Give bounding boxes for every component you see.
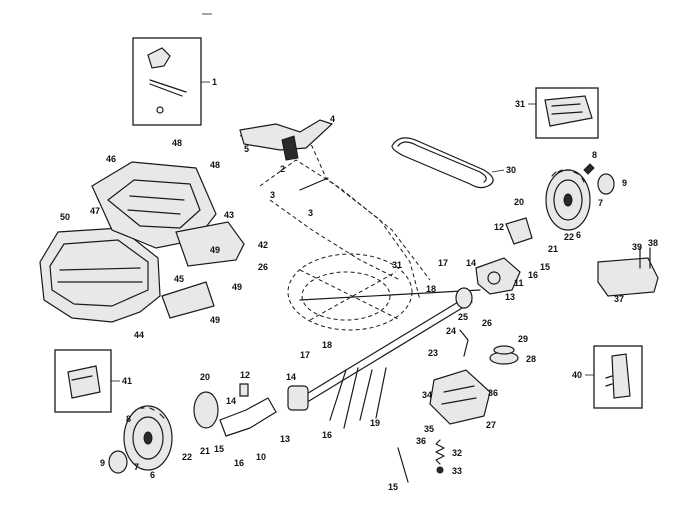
callout-24: 24: [446, 326, 456, 336]
callout-42: 42: [258, 240, 268, 250]
callout-20a: 20: [514, 197, 524, 207]
callout-16a: 16: [322, 430, 332, 440]
callout-19: 19: [370, 418, 380, 428]
callout-15c: 15: [388, 482, 398, 492]
callout-4: 4: [330, 114, 335, 124]
callout-38: 38: [648, 238, 658, 248]
callout-2: 2: [280, 164, 285, 174]
callout-13a: 13: [505, 292, 515, 302]
rear-flap: [161, 281, 215, 319]
callout-31: 31: [515, 99, 525, 109]
drive-parts: [429, 329, 519, 425]
callout-49b: 49: [232, 282, 242, 292]
callout-39: 39: [632, 242, 642, 252]
callout-10: 10: [256, 452, 266, 462]
inset-part-40: [585, 345, 643, 409]
callout-45: 45: [174, 274, 184, 284]
callout-14c: 14: [226, 396, 236, 406]
handle-assembly: [239, 119, 431, 301]
callout-1: 1: [212, 77, 217, 87]
inset-part-31: [528, 87, 599, 139]
callout-21b: 21: [200, 446, 210, 456]
callout-36b: 36: [488, 388, 498, 398]
callout-31b: 31: [392, 260, 402, 270]
callout-15a: 15: [540, 262, 550, 272]
callout-9a: 9: [622, 178, 627, 188]
callout-14a: 14: [286, 372, 296, 382]
callout-30: 30: [506, 165, 516, 175]
grass-bag: [39, 227, 161, 323]
callout-25: 25: [458, 312, 468, 322]
callout-12a: 12: [494, 222, 504, 232]
callout-13b: 13: [280, 434, 290, 444]
callout-47: 47: [90, 206, 100, 216]
callout-3b: 3: [308, 208, 313, 218]
mower-deck: [287, 253, 481, 331]
callout-3a: 3: [270, 190, 275, 200]
callout-27: 27: [486, 420, 496, 430]
callout-22a: 22: [564, 232, 574, 242]
callout-11: 11: [514, 278, 524, 288]
callout-17a: 17: [300, 350, 310, 360]
callout-28: 28: [526, 354, 536, 364]
callout-9b: 9: [100, 458, 105, 468]
drive-belt: [391, 137, 505, 189]
callout-34: 34: [422, 390, 432, 400]
callout-12b: 12: [240, 370, 250, 380]
callout-8: 8: [592, 150, 597, 160]
callout-6b: 6: [150, 470, 155, 480]
callout-15b: 15: [214, 444, 224, 454]
callout-35: 35: [424, 424, 434, 434]
right-wheel: [545, 163, 615, 231]
callout-37: 37: [614, 294, 624, 304]
callout-18b: 18: [322, 340, 332, 350]
callout-43: 43: [224, 210, 234, 220]
axle-assembly: [287, 287, 473, 429]
callout-48a: 48: [172, 138, 182, 148]
callout-36a: 36: [416, 436, 426, 446]
transmission: [475, 217, 533, 295]
callout-48b: 48: [210, 160, 220, 170]
callout-17b: 17: [438, 258, 448, 268]
callout-20b: 20: [200, 372, 210, 382]
callout-8b: 8: [126, 414, 131, 424]
callout-18a: 18: [426, 284, 436, 294]
callout-40: 40: [572, 370, 582, 380]
callout-22b: 22: [182, 452, 192, 462]
inset-part-41: [54, 349, 120, 413]
callout-6: 6: [576, 230, 581, 240]
callout-32: 32: [452, 448, 462, 458]
callout-44: 44: [134, 330, 144, 340]
callout-21a: 21: [548, 244, 558, 254]
callout-29: 29: [518, 334, 528, 344]
callout-33: 33: [452, 466, 462, 476]
height-adjuster: [597, 247, 659, 297]
callout-41: 41: [122, 376, 132, 386]
callout-16c: 16: [234, 458, 244, 468]
callout-7b: 7: [134, 462, 139, 472]
left-wheel: [108, 383, 277, 474]
callout-16b: 16: [528, 270, 538, 280]
callout-26b: 26: [482, 318, 492, 328]
callout-5: 5: [244, 144, 249, 154]
callout-50: 50: [60, 212, 70, 222]
callout-23: 23: [428, 348, 438, 358]
callout-7a: 7: [598, 198, 603, 208]
callout-14b: 14: [466, 258, 476, 268]
callout-49a: 49: [210, 245, 220, 255]
bag-frame: [91, 161, 245, 267]
spring-bolt: [397, 439, 445, 483]
callout-46: 46: [106, 154, 116, 164]
callout-49c: 49: [210, 315, 220, 325]
callout-26a: 26: [258, 262, 268, 272]
inset-part-1: [132, 37, 210, 126]
